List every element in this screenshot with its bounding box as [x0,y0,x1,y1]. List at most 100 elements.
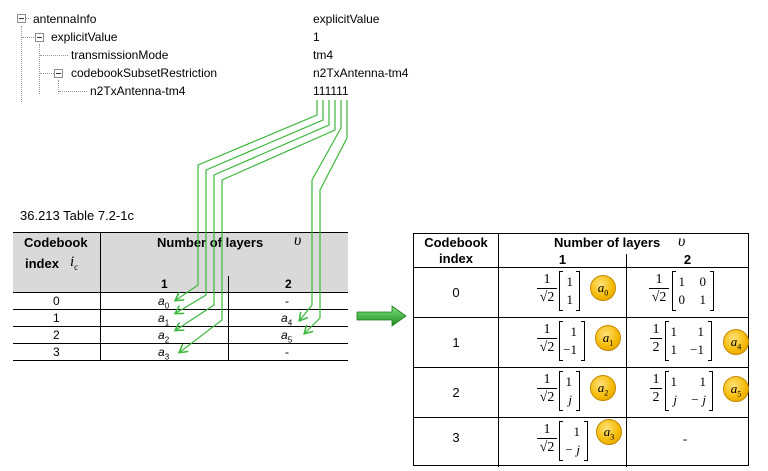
coef-badge-a2: a2 [590,375,616,401]
coef-cell: a4 [281,311,293,328]
matrix-bracket [576,371,580,411]
matrix-bracket [576,271,580,311]
matrix-entry: 1 [670,324,678,339]
table-caption: 36.213 Table 7.2-1c [20,208,134,223]
matrix-bracket [672,271,676,311]
header-codebook: Codebook [24,235,88,250]
coef-badge-a0: a0 [590,275,616,301]
row-index: 1 [53,311,60,325]
arrow-a5 [305,100,348,333]
matrix-entry: − j [564,442,580,457]
tree-label: explicitValue [51,30,118,44]
empty-cell: - [682,431,688,446]
row-index: 3 [53,345,60,359]
scale-fraction: 1√2 [537,422,557,456]
tree-value: 1 [313,30,320,44]
matrix-entry: 1 [566,274,574,289]
header-codebook: Codebook [424,235,488,250]
coef-cell: - [285,294,289,308]
matrix-entry: 1 [670,374,678,389]
header-index: index [25,256,59,271]
matrix-bracket [665,321,669,361]
right-arrow-icon [356,305,407,327]
tree-label: antennaInfo [33,12,97,26]
row-index: 3 [452,430,460,445]
arrow-a2 [176,100,330,330]
scale-fraction: 1√2 [537,322,557,356]
tree-value: explicitValue [313,12,380,26]
coef-badge-a3: a3 [596,419,622,445]
tree-value: n2TxAntenna-tm4 [313,66,409,80]
matrix-entry: 0 [699,274,707,289]
row-index: 0 [452,285,460,300]
index-symbol: ic [70,254,79,272]
coef-cell: a5 [281,328,293,345]
coef-cell: a3 [158,345,170,362]
matrix-bracket [559,371,563,411]
header-layers: Number of layers [554,235,661,250]
tree-value: tm4 [313,48,334,62]
codebook-table-spec: Codebook index ic Number of layers υ 1 2… [13,232,348,363]
matrix-entry: 1 [566,292,574,307]
collapse-toggle[interactable] [54,69,63,78]
layers-symbol: υ [294,232,302,249]
coef-badge-a5: a5 [723,376,749,402]
matrix-entry: j [568,392,572,407]
coef-badge-a1: a1 [595,325,621,351]
tree-label: transmissionMode [71,48,169,62]
coef-cell: a0 [158,294,170,311]
arrow-a1 [176,100,324,313]
matrix-bracket [581,321,585,361]
coef-cell: a2 [158,328,170,345]
scale-fraction: 1√2 [649,272,669,306]
col-header-2: 2 [285,277,292,291]
header-layers: Number of layers [157,235,264,250]
arrow-a0 [176,100,318,300]
arrow-a4 [300,100,342,320]
codebook-table-matrices: Codebook index Number of layers υ 1 2 0 … [413,233,749,467]
col-header-1: 1 [558,252,567,267]
collapse-toggle[interactable] [17,14,26,23]
matrix-entry: 1 [699,374,707,389]
matrix-entry: 1 [697,324,705,339]
bitmap-value: 111111 [313,84,349,98]
matrix-entry: 1 [699,292,707,307]
matrix-bracket [559,421,563,461]
matrix-entry: j [673,392,677,407]
matrix-entry: 1 [565,374,573,389]
matrix-entry: −1 [563,342,577,357]
matrix-bracket [584,421,588,461]
matrix-entry: 1 [670,342,678,357]
header-index: index [439,251,473,266]
coef-cell: - [285,345,289,359]
collapse-toggle[interactable] [35,33,44,42]
matrix-entry: 1 [678,274,686,289]
arrow-a3 [180,100,336,352]
matrix-bracket [710,271,714,311]
matrix-entry: 0 [678,292,686,307]
matrix-bracket [559,321,563,361]
col-header-1: 1 [161,277,168,291]
matrix-entry: 1 [573,424,581,439]
layers-symbol: υ [678,233,686,250]
row-index: 0 [53,294,60,308]
matrix-entry: 1 [570,324,578,339]
matrix-bracket [709,371,713,411]
coef-cell: a1 [158,311,170,328]
matrix-bracket [708,321,712,361]
tree-label: codebookSubsetRestriction [71,66,218,80]
matrix-bracket [559,271,563,311]
row-index: 2 [452,385,460,400]
row-index: 2 [53,328,60,342]
scale-fraction: 1√2 [537,272,557,306]
matrix-entry: −1 [690,342,704,357]
coef-badge-a4: a4 [723,329,749,355]
matrix-entry: − j [690,392,706,407]
col-header-2: 2 [683,252,692,267]
scale-fraction: 1√2 [537,372,557,406]
matrix-bracket [665,371,669,411]
row-index: 1 [452,335,460,350]
tree-label: n2TxAntenna-tm4 [90,84,186,98]
